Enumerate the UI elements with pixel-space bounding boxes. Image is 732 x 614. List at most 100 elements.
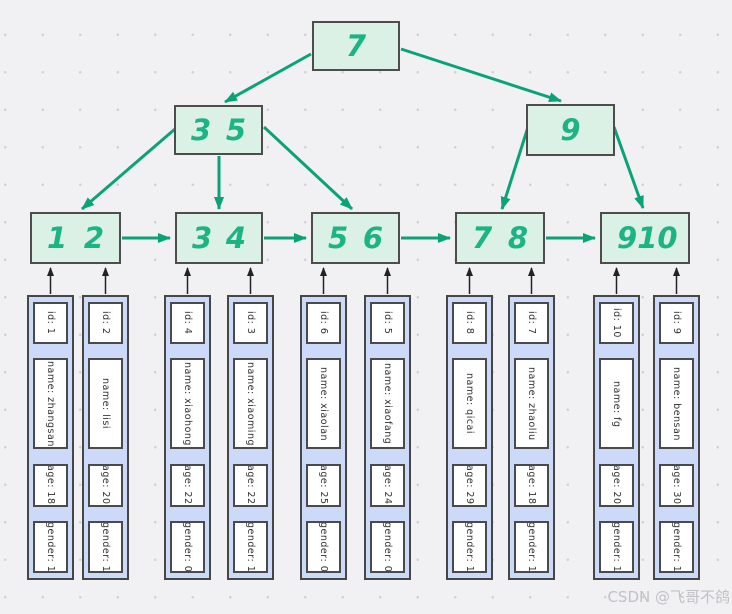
record-card-10: id: 9 name: bensan age: 30 gender: 1	[653, 295, 700, 580]
record-field-name: name: fg	[599, 358, 634, 450]
record-field-age: age: 29	[452, 463, 487, 507]
node-key: 6	[362, 220, 383, 255]
record-edges	[47, 267, 680, 294]
node-key: 5	[328, 220, 349, 255]
node-key: 7	[472, 220, 493, 255]
record-field-gender: gender: 1	[514, 520, 549, 573]
record-field-gender: gender: 1	[233, 520, 268, 573]
record-age-text: age: 20	[100, 465, 111, 505]
edge-root-to-node35	[224, 52, 312, 104]
tree-edges	[81, 47, 645, 243]
record-id-text: id: 1	[45, 311, 56, 335]
record-gender-text: gender: 1	[611, 521, 622, 573]
record-name-text: name: bensan	[671, 366, 682, 441]
node-key: 2	[83, 220, 104, 255]
record-field-age: age: 20	[88, 463, 123, 507]
record-gender-text: gender: 0	[182, 521, 193, 573]
record-name-text: name: xiaolan	[318, 366, 329, 441]
record-gender-text: gender: 1	[671, 521, 682, 573]
record-field-gender: gender: 1	[33, 520, 68, 573]
record-gender-text: gender: 1	[245, 521, 256, 573]
record-id-text: id: 7	[526, 311, 537, 335]
record-field-age: age: 18	[514, 463, 549, 507]
node-key: 3	[192, 220, 213, 255]
record-age-text: age: 20	[611, 465, 622, 505]
node-key: 9	[560, 112, 581, 147]
record-field-gender: gender: 0	[370, 520, 405, 573]
record-field-id: id: 9	[659, 302, 694, 344]
internal-node-3-5: 3 5	[174, 105, 263, 155]
leaf-node-9-10: 9 10	[600, 212, 690, 264]
record-field-name: name: qicai	[452, 358, 487, 450]
record-field-gender: gender: 0	[306, 520, 341, 573]
record-field-age: age: 18	[33, 463, 68, 507]
record-field-id: id: 5	[370, 302, 405, 344]
record-field-age: age: 30	[659, 463, 694, 507]
record-field-name: name: lisi	[88, 358, 123, 450]
node-key: 1	[47, 220, 68, 255]
record-age-text: age: 18	[45, 465, 56, 505]
record-name-text: name: lisi	[100, 378, 111, 430]
leaf-node-5-6: 5 6	[311, 212, 400, 264]
record-field-id: id: 4	[170, 302, 205, 344]
record-field-age: age: 20	[599, 463, 634, 507]
record-gender-text: gender: 1	[45, 521, 56, 573]
record-field-name: name: xiaofang	[370, 358, 405, 450]
record-field-gender: gender: 1	[659, 520, 694, 573]
edge-node35-to-leaf12	[81, 127, 176, 211]
record-field-age: age: 22	[170, 463, 205, 507]
record-age-text: age: 18	[526, 465, 537, 505]
record-id-text: id: 4	[182, 311, 193, 335]
record-age-text: age: 30	[671, 465, 682, 505]
record-name-text: name: xiaohong	[182, 361, 193, 446]
record-field-age: age: 24	[370, 463, 405, 507]
node-key: 5	[225, 112, 246, 147]
edge-node9-to-leaf910	[612, 126, 645, 209]
record-field-id: id: 7	[514, 302, 549, 344]
record-field-name: name: zhaoliu	[514, 358, 549, 450]
record-field-id: id: 10	[599, 302, 634, 344]
record-id-text: id: 5	[382, 311, 393, 335]
record-card-4: id: 3 name: xiaoming age: 22 gender: 1	[227, 295, 274, 580]
record-card-1: id: 1 name: zhangsan age: 18 gender: 1	[27, 295, 74, 580]
record-age-text: age: 25	[318, 465, 329, 505]
record-field-name: name: xiaoming	[233, 358, 268, 450]
edge-node35-to-leaf56	[262, 125, 354, 211]
record-field-id: id: 6	[306, 302, 341, 344]
record-field-id: id: 2	[88, 302, 123, 344]
record-card-3: id: 4 name: xiaohong age: 22 gender: 0	[164, 295, 211, 580]
record-card-7: id: 8 name: qicai age: 29 gender: 1	[446, 295, 493, 580]
node-key: 9	[617, 220, 638, 255]
record-field-age: age: 22	[233, 463, 268, 507]
record-card-9: id: 10 name: fg age: 20 gender: 1	[593, 295, 640, 580]
edge-node9-to-leaf78	[500, 126, 530, 210]
record-id-text: id: 10	[611, 308, 622, 338]
record-field-gender: gender: 1	[88, 520, 123, 573]
internal-node-9: 9	[526, 104, 615, 156]
record-field-age: age: 25	[306, 463, 341, 507]
internal-node-root: 7	[312, 21, 400, 71]
record-age-text: age: 29	[464, 465, 475, 505]
record-field-id: id: 3	[233, 302, 268, 344]
record-field-id: id: 1	[33, 302, 68, 344]
edge-root-to-node9	[400, 47, 562, 103]
record-age-text: age: 22	[245, 465, 256, 505]
record-field-name: name: bensan	[659, 358, 694, 450]
leaf-node-1-2: 1 2	[30, 212, 121, 264]
leaf-node-7-8: 7 8	[455, 212, 545, 264]
record-field-gender: gender: 1	[452, 520, 487, 573]
record-id-text: id: 3	[245, 311, 256, 335]
leaf-node-3-4: 3 4	[175, 212, 263, 264]
record-gender-text: gender: 0	[382, 521, 393, 573]
node-key: 4	[225, 220, 246, 255]
node-key: 3	[191, 112, 212, 147]
record-name-text: name: xiaofang	[382, 363, 393, 445]
record-gender-text: gender: 1	[526, 521, 537, 573]
record-id-text: id: 8	[464, 311, 475, 335]
record-gender-text: gender: 1	[100, 521, 111, 573]
record-gender-text: gender: 0	[318, 521, 329, 573]
record-name-text: name: zhangsan	[45, 360, 56, 447]
record-name-text: name: qicai	[464, 373, 475, 435]
